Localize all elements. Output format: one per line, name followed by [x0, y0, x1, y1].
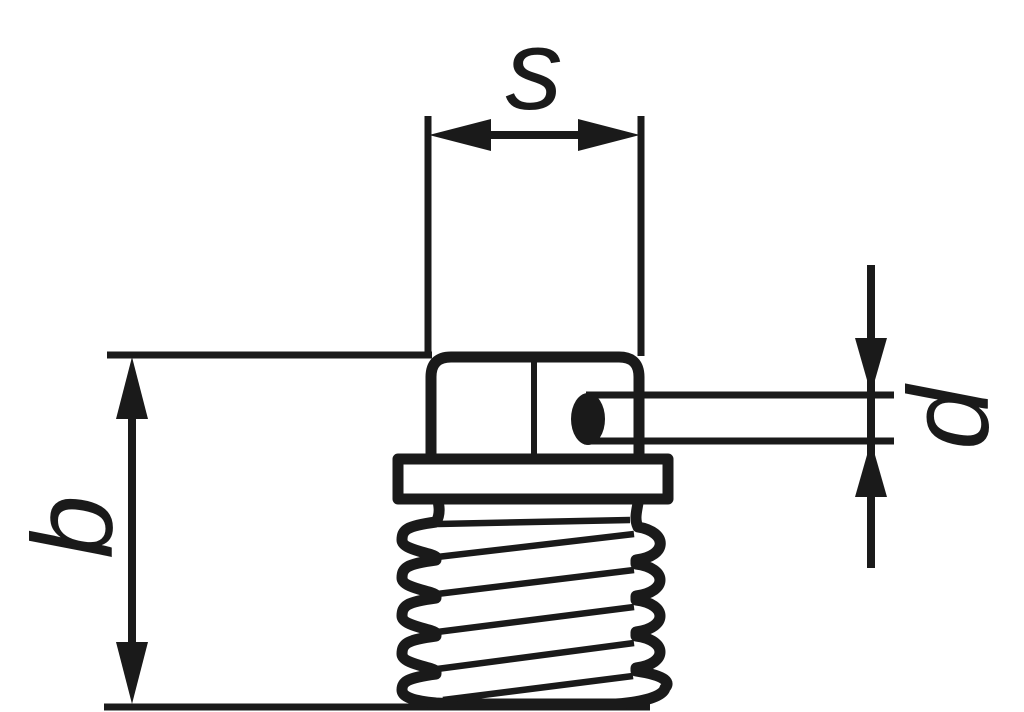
b-arrow-down-icon — [116, 642, 148, 704]
cross-hole — [571, 393, 605, 445]
s-arrow-left-icon — [429, 119, 491, 151]
dimension-s-extension-lines — [424, 116, 645, 356]
plug-drawing — [392, 351, 894, 710]
thread-helix-lines — [436, 516, 635, 704]
d-dimension-label: d — [886, 383, 1013, 450]
s-dimension-label: s — [506, 7, 563, 134]
flange — [392, 453, 674, 505]
d-arrow-down-icon — [855, 338, 887, 394]
dimension-d: d — [855, 265, 1013, 568]
d-arrow-up-icon — [855, 441, 887, 497]
s-arrow-right-icon — [578, 119, 640, 151]
dimension-b: b — [10, 357, 148, 704]
dimension-s: s — [429, 7, 640, 151]
b-arrow-up-icon — [116, 357, 148, 419]
thread — [396, 489, 673, 710]
b-dimension-label: b — [10, 495, 137, 558]
